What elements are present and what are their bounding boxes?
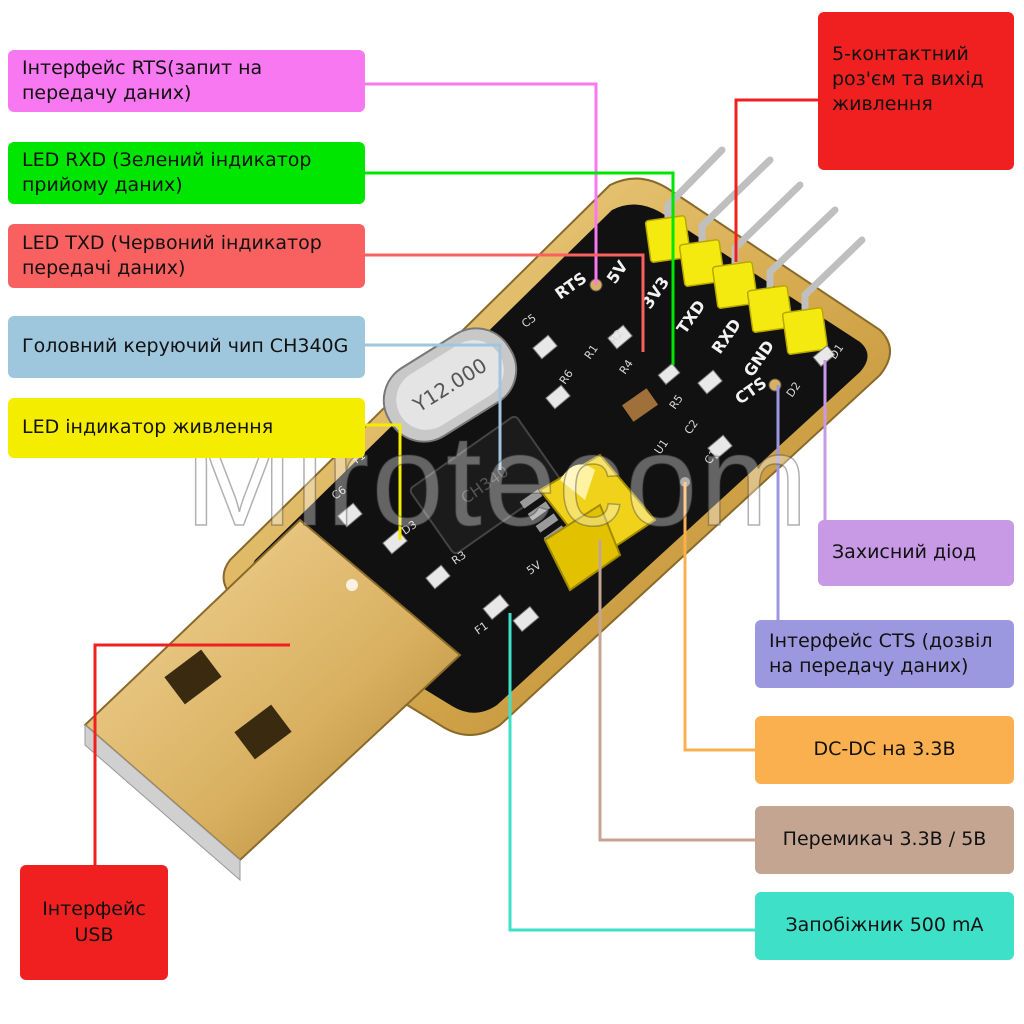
label-rxd-text: LED RXD (Зелений індикатор прийому даних… — [22, 148, 312, 196]
label-switch: Перемикач 3.3В / 5В — [755, 806, 1014, 874]
label-fuse: Запобіжник 500 mA — [755, 892, 1014, 960]
label-chip: Головний керуючий чип CH340G — [8, 316, 365, 378]
capacitor — [621, 388, 659, 422]
label-rts-text: Інтерфейс RTS(запит на передачу даних) — [22, 56, 263, 104]
smd-components — [337, 324, 836, 633]
label-usb: Інтерфейс USB — [20, 865, 168, 980]
label-connector-text: 5-контактний роз'єм та вихід живлення — [832, 43, 984, 116]
label-power-led: LED індикатор живлення — [8, 398, 365, 458]
label-switch-text: Перемикач 3.3В / 5В — [782, 828, 987, 851]
label-rxd: LED RXD (Зелений індикатор прийому даних… — [8, 142, 365, 204]
label-dcdc: DC-DC на 3.3В — [755, 716, 1014, 784]
leader-lines — [93, 82, 827, 932]
label-connector: 5-контактний роз'єм та вихід живлення — [818, 12, 1014, 170]
crystal-oscillator-icon: Y12.000 — [382, 327, 518, 443]
jumper-icon — [538, 453, 657, 592]
label-cts-text: Інтерфейс CTS (дозвіл на передачу даних) — [769, 629, 993, 677]
label-diode: Захисний діод — [818, 520, 1014, 586]
label-dcdc-text: DC-DC на 3.3В — [813, 738, 956, 761]
label-rts: Інтерфейс RTS(запит на передачу даних) — [8, 50, 365, 112]
label-fuse-text: Запобіжник 500 mA — [785, 914, 984, 937]
label-txd-text: LED TXD (Червоний індикатор передачі дан… — [22, 231, 322, 279]
label-diode-text: Захисний діод — [832, 541, 977, 564]
label-chip-text: Головний керуючий чип CH340G — [22, 335, 349, 358]
ref-f1: F1 — [472, 619, 490, 637]
label-usb-text: Інтерфейс USB — [42, 898, 146, 946]
label-power-led-text: LED індикатор живлення — [22, 416, 274, 439]
label-cts: Інтерфейс CTS (дозвіл на передачу даних) — [755, 620, 1014, 688]
usb-plug-icon — [83, 518, 462, 882]
label-txd: LED TXD (Червоний індикатор передачі дан… — [8, 224, 365, 288]
